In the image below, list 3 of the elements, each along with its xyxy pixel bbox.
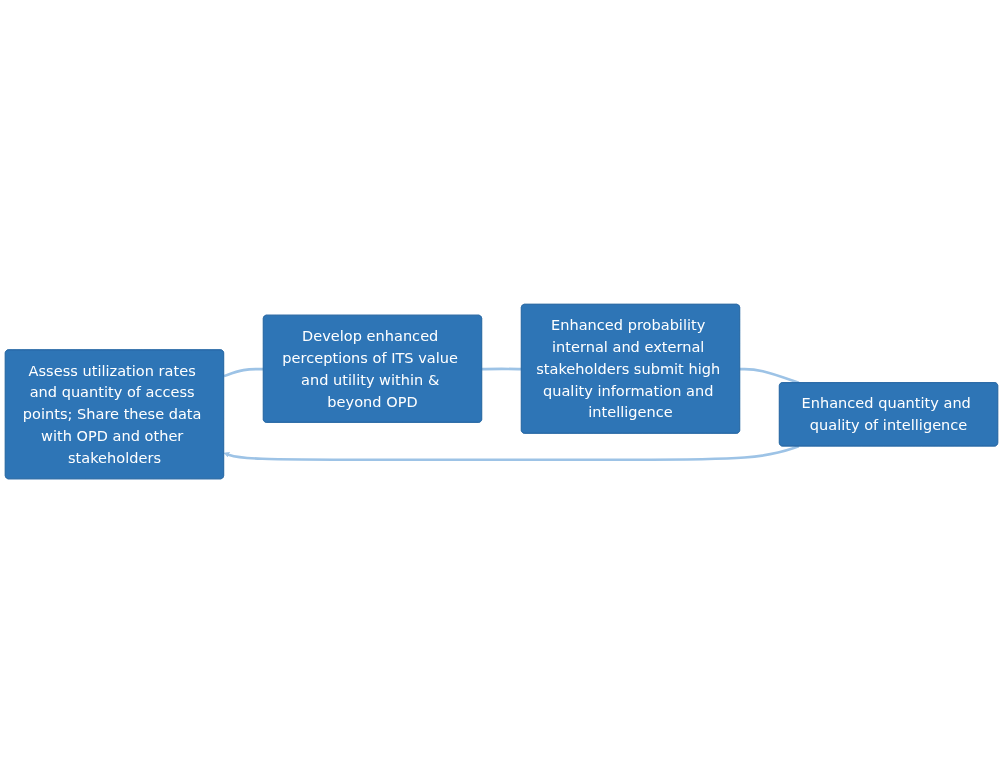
arrow bbox=[223, 445, 800, 462]
connector bbox=[223, 368, 264, 378]
connector bbox=[481, 368, 522, 371]
